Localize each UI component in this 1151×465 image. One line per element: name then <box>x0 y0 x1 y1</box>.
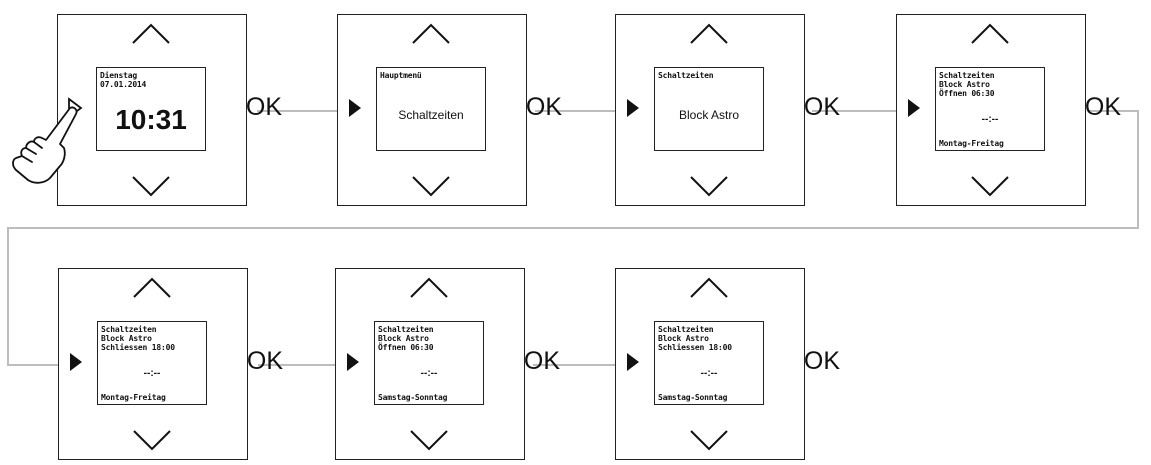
display-screen: Schaltzeiten Block Astro <box>654 67 764 151</box>
block-label: Block Astro <box>101 334 152 343</box>
screen-title: Schaltzeiten <box>101 325 157 334</box>
ok-button[interactable]: OK <box>803 93 840 121</box>
screen-title: Hauptmenü <box>380 71 422 80</box>
up-arrow-button[interactable] <box>132 277 172 299</box>
display-screen: Schaltzeiten Block Astro Öffnen 06:30 --… <box>374 321 484 405</box>
day-range-label: Samstag-Sonntag <box>658 393 728 402</box>
date-label: 07.01.2014 <box>100 80 147 89</box>
time-placeholder: --:-- <box>981 114 999 125</box>
up-arrow-button[interactable] <box>689 23 729 45</box>
down-arrow-button[interactable] <box>409 429 449 451</box>
day-range-label: Samstag-Sonntag <box>378 393 448 402</box>
hand-pointer-icon <box>12 106 78 184</box>
display-screen: Schaltzeiten Block Astro Schliessen 18:0… <box>654 321 764 405</box>
ok-button[interactable]: OK <box>245 93 282 121</box>
left-button-icon[interactable] <box>347 97 363 119</box>
down-arrow-button[interactable] <box>411 175 451 197</box>
switch-time-label: Öffnen 06:30 <box>939 89 995 98</box>
menu-item: Block Astro <box>678 108 740 122</box>
display-screen: Schaltzeiten Block Astro Schliessen 18:0… <box>97 321 207 405</box>
up-arrow-button[interactable] <box>411 23 451 45</box>
device-step-6: Schaltzeiten Block Astro Öffnen 06:30 --… <box>335 268 560 460</box>
left-button-icon[interactable] <box>625 97 641 119</box>
down-arrow-button[interactable] <box>689 175 729 197</box>
ok-button[interactable]: OK <box>1084 93 1121 121</box>
screen-title: Schaltzeiten <box>378 325 434 334</box>
day-range-label: Montag-Freitag <box>101 393 166 402</box>
down-arrow-button[interactable] <box>970 175 1010 197</box>
device-step-1: Dienstag 07.01.2014 10:31 OK <box>57 14 282 206</box>
ok-button[interactable]: OK <box>803 347 840 375</box>
left-button-icon[interactable] <box>345 351 361 373</box>
device-step-7: Schaltzeiten Block Astro Schliessen 18:0… <box>615 268 840 460</box>
left-button-icon[interactable] <box>625 351 641 373</box>
down-arrow-button[interactable] <box>132 429 172 451</box>
display-screen: Hauptmenü Schaltzeiten <box>376 67 486 151</box>
up-arrow-button[interactable] <box>689 277 729 299</box>
switch-time-label: Schliessen 18:00 <box>101 343 175 352</box>
device-step-2: Hauptmenü Schaltzeiten OK <box>337 14 562 206</box>
time-placeholder: --:-- <box>420 368 438 379</box>
weekday-label: Dienstag <box>100 71 137 80</box>
switch-time-label: Öffnen 06:30 <box>378 343 434 352</box>
device-step-5: Schaltzeiten Block Astro Schliessen 18:0… <box>58 268 283 460</box>
time-placeholder: --:-- <box>143 368 161 379</box>
left-button-icon[interactable] <box>68 351 84 373</box>
time-display: 10:31 <box>115 104 187 135</box>
up-arrow-button[interactable] <box>970 23 1010 45</box>
down-arrow-button[interactable] <box>689 429 729 451</box>
screen-title: Schaltzeiten <box>658 325 714 334</box>
ok-button[interactable]: OK <box>523 347 560 375</box>
up-arrow-button[interactable] <box>131 23 171 45</box>
time-placeholder: --:-- <box>700 368 718 379</box>
down-arrow-button[interactable] <box>131 175 171 197</box>
screen-title: Schaltzeiten <box>939 71 995 80</box>
ok-button[interactable]: OK <box>246 347 283 375</box>
screen-title: Schaltzeiten <box>658 71 714 80</box>
display-screen: Schaltzeiten Block Astro Öffnen 06:30 --… <box>935 67 1045 151</box>
block-label: Block Astro <box>658 334 709 343</box>
device-step-3: Schaltzeiten Block Astro OK <box>615 14 840 206</box>
connector-4-5 <box>7 110 1139 366</box>
ok-button[interactable]: OK <box>525 93 562 121</box>
menu-item: Schaltzeiten <box>398 108 464 122</box>
block-label: Block Astro <box>939 80 990 89</box>
device-step-4: Schaltzeiten Block Astro Öffnen 06:30 --… <box>896 14 1121 206</box>
up-arrow-button[interactable] <box>409 277 449 299</box>
display-screen: Dienstag 07.01.2014 10:31 <box>96 67 206 151</box>
left-button-icon[interactable] <box>906 97 922 119</box>
switch-time-label: Schliessen 18:00 <box>658 343 732 352</box>
day-range-label: Montag-Freitag <box>939 139 1004 148</box>
block-label: Block Astro <box>378 334 429 343</box>
